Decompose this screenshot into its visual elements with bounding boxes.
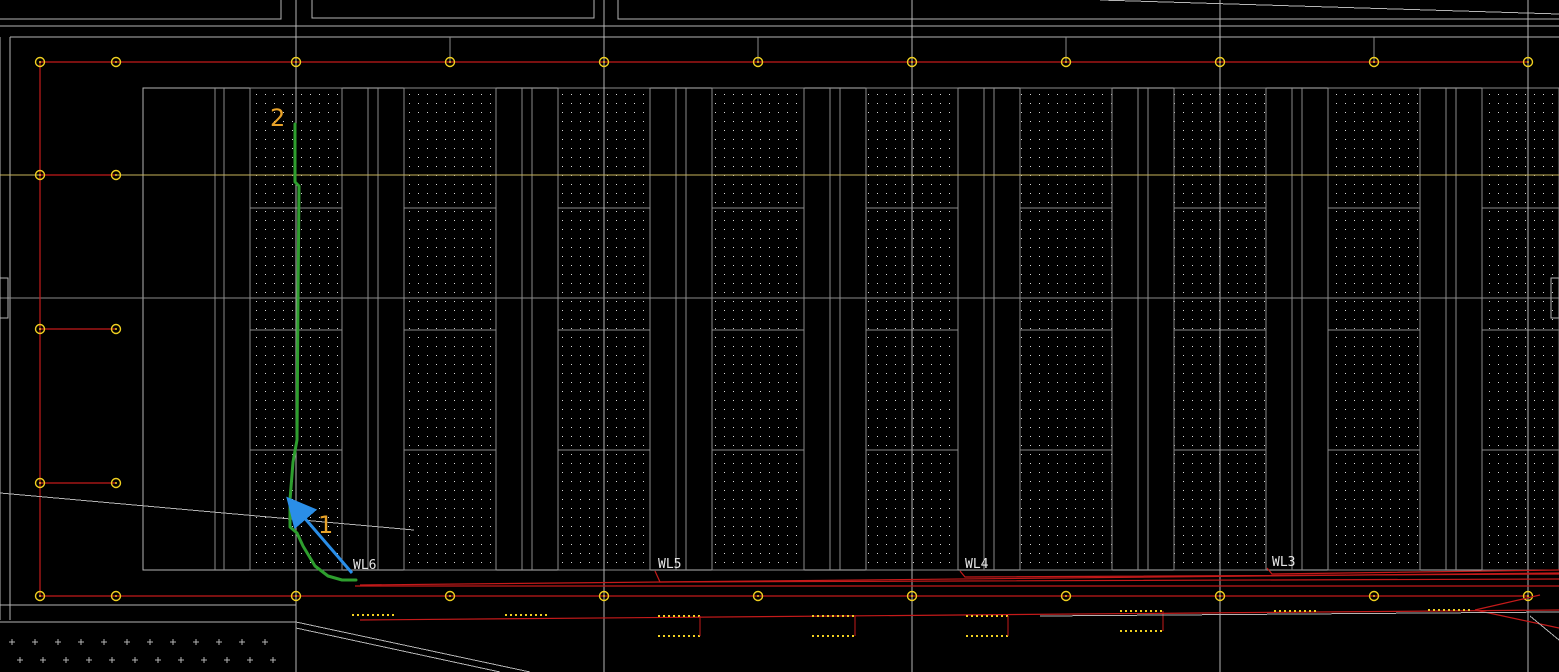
grid-node-circle-icon — [34, 323, 46, 335]
grid-node-circle-icon — [290, 590, 302, 602]
grid-nodes — [34, 56, 1534, 602]
reference-line — [0, 492, 415, 531]
panel-fill — [404, 88, 496, 570]
grid-node-circle-icon — [34, 169, 46, 181]
grid-node-circle-icon — [1214, 590, 1226, 602]
pipe-routes — [355, 567, 1559, 629]
grid-node-circle-icon — [1060, 590, 1072, 602]
pipe-label-wl3: WL3 — [1272, 555, 1295, 570]
floor-panels — [142, 87, 1559, 571]
panel-fill — [1020, 88, 1112, 570]
pipe-label-wl4: WL4 — [965, 557, 989, 572]
horizontal-gridlines — [0, 174, 1559, 299]
panel-fill — [1482, 88, 1559, 570]
grid-node-circle-icon — [1368, 56, 1380, 68]
bottom-corridor — [0, 277, 1559, 672]
vertical-gridlines — [214, 0, 1529, 672]
grid-node-circle-icon — [444, 590, 456, 602]
pipe-labels: WL6 WL5 WL4 WL3 — [353, 555, 1295, 573]
grid-node-circle-icon — [598, 56, 610, 68]
grid-node-circle-icon — [1214, 56, 1226, 68]
grid-node-circle-icon — [34, 477, 46, 489]
grid-node-circle-icon — [1060, 56, 1072, 68]
grid-node-circle-icon — [752, 590, 764, 602]
grid-node-circle-icon — [110, 323, 122, 335]
hatch-crosses — [9, 639, 276, 663]
pipe-label-wl6: WL6 — [353, 558, 376, 573]
grid-node-circle-icon — [110, 477, 122, 489]
grid-node-circle-icon — [906, 590, 918, 602]
bottom-fixtures — [352, 609, 1470, 637]
marker-end-label: 2 — [270, 104, 285, 132]
grid-node-circle-icon — [752, 56, 764, 68]
grid-node-circle-icon — [444, 56, 456, 68]
grid-node-circle-icon — [34, 590, 46, 602]
panel-fill — [1328, 88, 1420, 570]
top-border — [0, 0, 1559, 620]
grid-node-circle-icon — [110, 169, 122, 181]
grid-node-circle-icon — [598, 590, 610, 602]
panel-fill — [712, 88, 804, 570]
grid-node-circle-icon — [110, 590, 122, 602]
marker-start-label: 1 — [318, 511, 333, 539]
grid-node-circle-icon — [1368, 590, 1380, 602]
grid-node-circle-icon — [34, 56, 46, 68]
pipe-label-wl5: WL5 — [658, 557, 681, 572]
grid-node-circle-icon — [1522, 590, 1534, 602]
structural-axes — [39, 61, 1528, 597]
grid-node-circle-icon — [290, 56, 302, 68]
grid-node-circle-icon — [1522, 56, 1534, 68]
direction-arrow-icon — [286, 496, 354, 574]
grid-node-circle-icon — [110, 56, 122, 68]
plan-frame — [142, 87, 1559, 571]
grid-node-circle-icon — [906, 56, 918, 68]
